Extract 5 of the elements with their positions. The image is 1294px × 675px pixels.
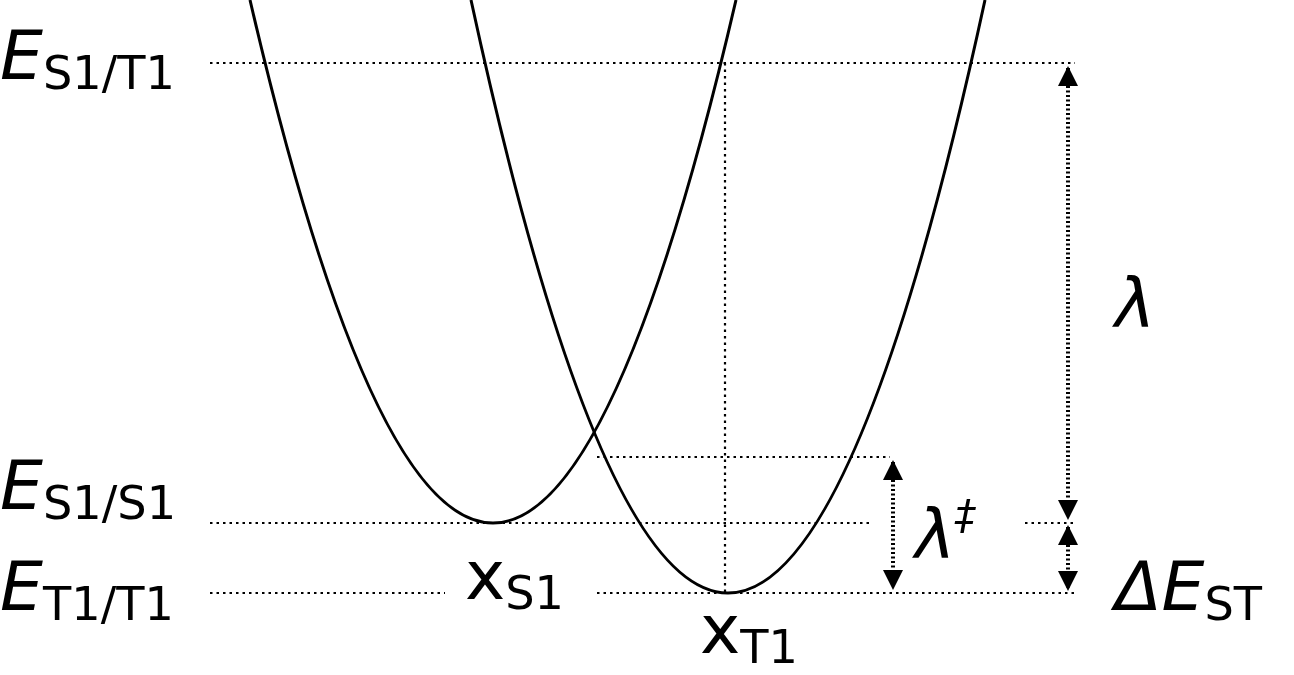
energy-level-label: E$_{S1/T1}$ xyxy=(0,22,175,97)
energy-level-label: E$_{S1/S1}$ xyxy=(0,452,177,527)
coordinate-label: x$_{S1}$ xyxy=(465,542,564,617)
energy-level-label: E$_{T1/T1}$ xyxy=(0,553,174,628)
coordinate-label: x$_{T1}$ xyxy=(700,596,798,671)
